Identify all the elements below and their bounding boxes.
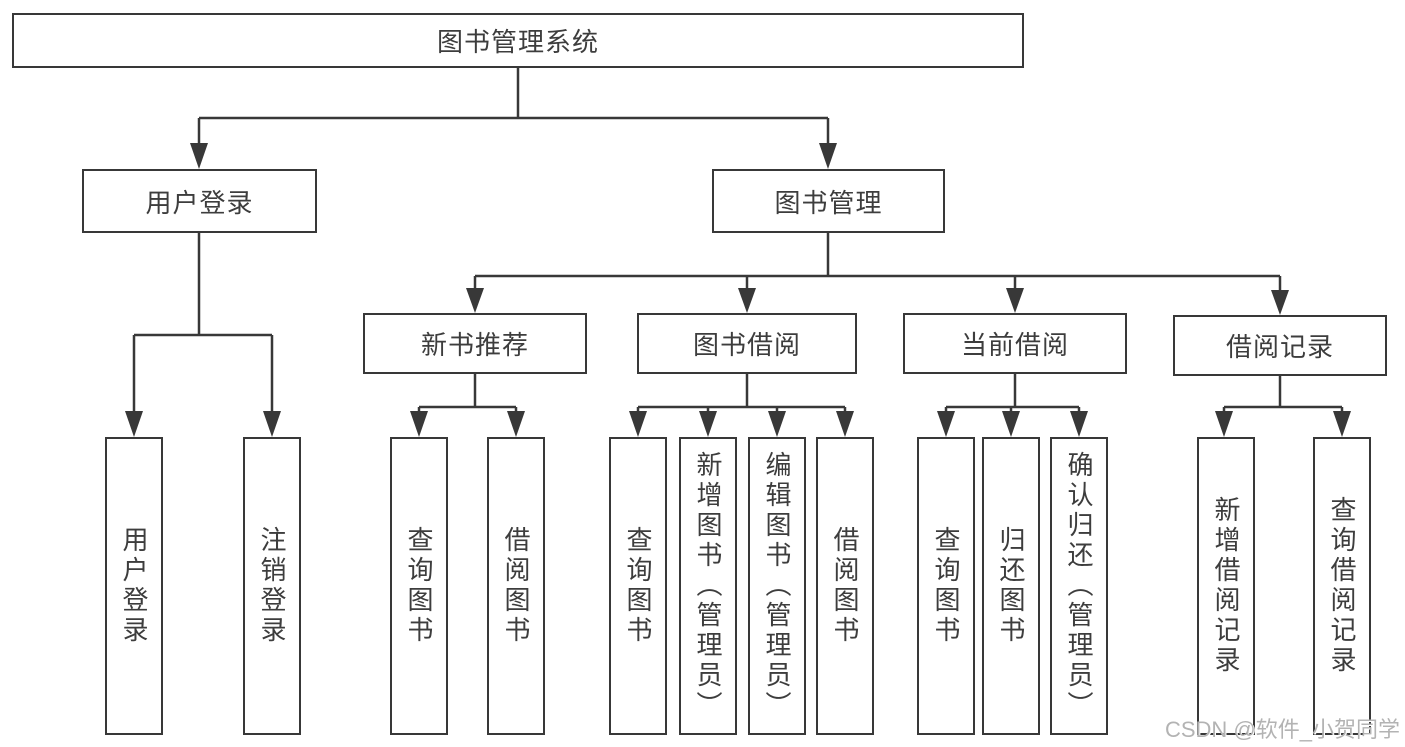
node-current-borrow-label: 当前借阅	[960, 330, 1069, 360]
leaf-query-borrow-record: 查询借阅记录	[1313, 437, 1371, 735]
leaf-borrow-books-borrow: 借阅图书	[816, 437, 874, 735]
leaf-query-books-recommend: 查询图书	[390, 437, 448, 735]
leaf-edit-book-admin-label: 编辑图书（管理员）	[762, 451, 792, 721]
leaf-query-books-current: 查询图书	[917, 437, 975, 735]
leaf-query-books-borrow-label: 查询图书	[623, 526, 653, 646]
leaf-add-borrow-record-label: 新增借阅记录	[1211, 496, 1241, 676]
leaf-borrow-books-recommend: 借阅图书	[487, 437, 545, 735]
leaf-query-borrow-record-label: 查询借阅记录	[1327, 496, 1357, 676]
node-new-book-recommend-label: 新书推荐	[420, 330, 529, 360]
leaf-user-login-label: 用户登录	[119, 526, 149, 646]
connector-current-borrow-children	[937, 374, 1088, 437]
node-user-login: 用户登录	[82, 169, 317, 233]
node-new-book-recommend: 新书推荐	[363, 313, 587, 374]
leaf-return-book-label: 归还图书	[996, 526, 1026, 646]
leaf-query-books-borrow: 查询图书	[609, 437, 667, 735]
node-root-label: 图书管理系统	[436, 27, 599, 57]
node-book-management-label: 图书管理	[774, 187, 883, 218]
leaf-logout: 注销登录	[243, 437, 301, 735]
node-root: 图书管理系统	[12, 13, 1024, 68]
leaf-borrow-books-borrow-label: 借阅图书	[830, 526, 860, 646]
leaf-add-borrow-record: 新增借阅记录	[1197, 437, 1255, 735]
leaf-query-books-current-label: 查询图书	[931, 526, 961, 646]
connector-new-book-children	[410, 374, 525, 437]
node-book-borrow-label: 图书借阅	[692, 330, 801, 360]
node-borrow-record-label: 借阅记录	[1225, 332, 1334, 362]
node-borrow-record: 借阅记录	[1173, 315, 1387, 376]
leaf-return-book: 归还图书	[982, 437, 1040, 735]
node-user-login-label: 用户登录	[145, 187, 254, 218]
leaf-add-book-admin-label: 新增图书（管理员）	[693, 451, 723, 721]
leaf-edit-book-admin: 编辑图书（管理员）	[748, 437, 806, 735]
connector-borrow-record-children	[1215, 376, 1351, 437]
node-book-management: 图书管理	[712, 169, 945, 233]
leaf-query-books-recommend-label: 查询图书	[404, 526, 434, 646]
leaf-add-book-admin: 新增图书（管理员）	[679, 437, 737, 735]
connector-user-login-children	[125, 233, 281, 437]
leaf-user-login: 用户登录	[105, 437, 163, 735]
connector-book-borrow-children	[629, 374, 854, 437]
leaf-logout-label: 注销登录	[257, 526, 287, 646]
watermark: CSDN @软件_小贺同学	[1164, 717, 1400, 742]
connector-root-to-level1	[190, 68, 837, 169]
leaf-borrow-books-recommend-label: 借阅图书	[501, 526, 531, 646]
node-book-borrow: 图书借阅	[637, 313, 857, 374]
leaf-confirm-return-admin: 确认归还（管理员）	[1050, 437, 1108, 735]
node-current-borrow: 当前借阅	[903, 313, 1127, 374]
leaf-confirm-return-admin-label: 确认归还（管理员）	[1064, 451, 1094, 721]
connector-book-management-children	[466, 233, 1289, 315]
